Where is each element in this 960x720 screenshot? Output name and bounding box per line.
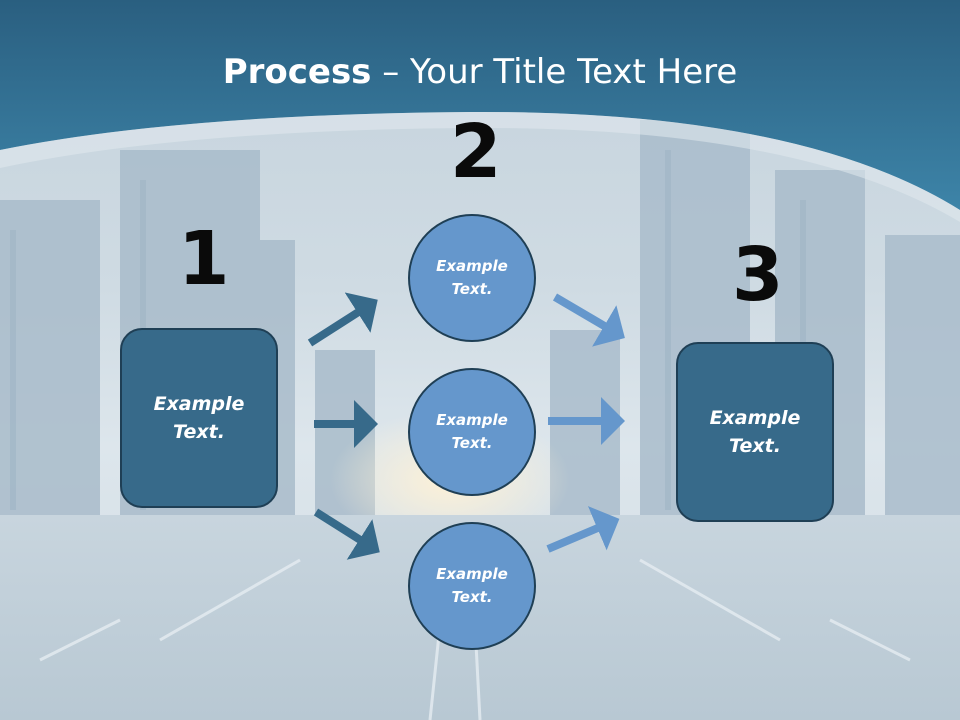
step-2-circle-top: Example Text. [408, 214, 536, 342]
arrow-to-bottom-circle [313, 508, 380, 560]
step-2-number: 2 [450, 109, 502, 195]
step-2-circle-bottom: Example Text. [408, 522, 536, 650]
slide-title: Process – Your Title Text Here [0, 52, 960, 92]
step-1-text: Example Text. [153, 392, 245, 444]
step-2-circle-middle: Example Text. [408, 368, 536, 496]
step-2-text-middle: Example Text. [436, 410, 508, 452]
step-3-text: Example Text. [709, 406, 801, 458]
step-3-number: 3 [732, 232, 784, 318]
step-1-number: 1 [178, 216, 230, 302]
arrow-to-top-circle [307, 292, 378, 347]
step-2-text-bottom: Example Text. [436, 564, 508, 606]
title-rest: – Your Title Text Here [371, 52, 738, 92]
step-3-box: Example Text. [676, 342, 834, 522]
step-2-text-top: Example Text. [436, 256, 508, 298]
title-bold: Process [222, 52, 372, 92]
step-1-box: Example Text. [120, 328, 278, 508]
arrow-from-bottom-circle [546, 506, 620, 553]
arrow-from-top-circle [552, 293, 625, 347]
